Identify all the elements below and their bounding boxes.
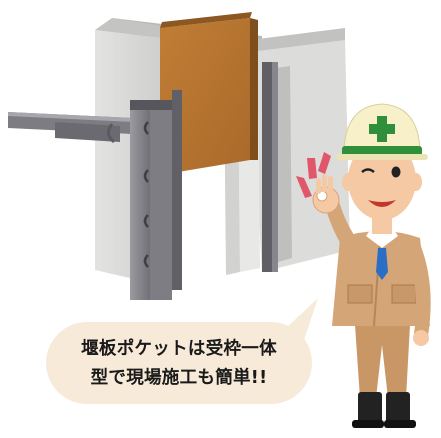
metal-bar (8, 112, 132, 144)
wooden-panel (160, 12, 258, 175)
callout-line-1: 堰板ポケットは受枠一体 (81, 339, 277, 359)
callout-line-2: 型で現場施工も簡単!! (90, 368, 268, 388)
speech-bubble: 堰板ポケットは受枠一体 型で現場施工も簡単!! (46, 322, 312, 404)
sparkle-marks (296, 152, 331, 198)
side-rail (262, 62, 278, 272)
pocket-bracket (130, 90, 182, 300)
construction-worker (312, 103, 431, 428)
